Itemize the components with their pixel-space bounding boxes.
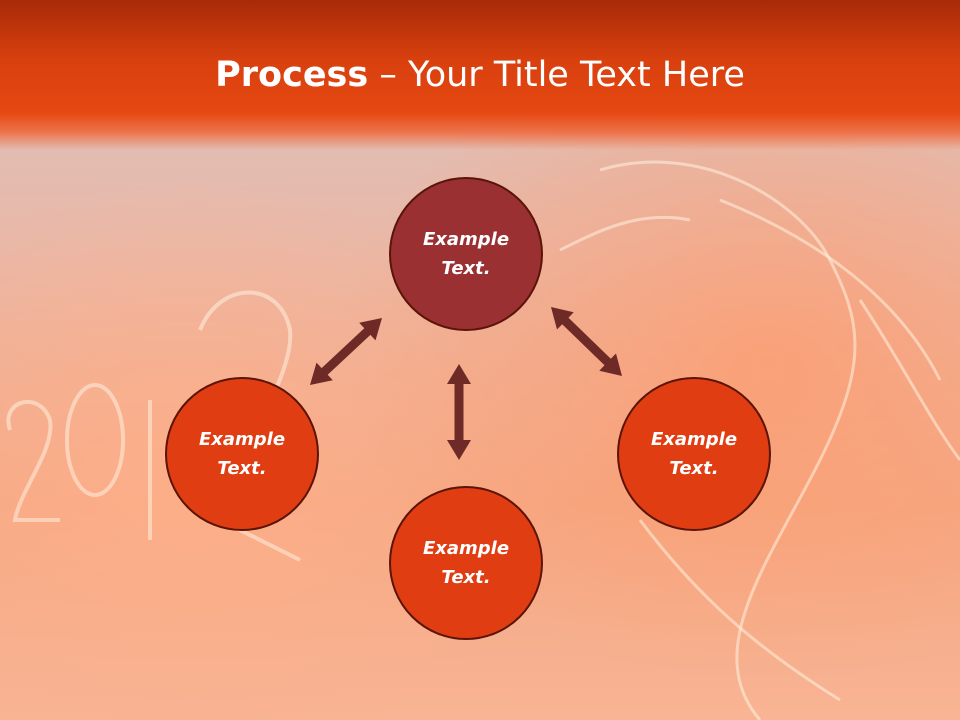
process-node-right[interactable]: Example Text. [617,377,771,531]
node-label: Example Text. [422,229,510,279]
process-node-left[interactable]: Example Text. [165,377,319,531]
node-label: Example Text. [650,429,738,479]
process-node-bottom[interactable]: Example Text. [389,486,543,640]
arrow-top-left [310,318,382,385]
title-bar [0,0,960,150]
title-dash: – [368,55,408,95]
process-node-top[interactable]: Example Text. [389,177,543,331]
node-label: Example Text. [422,538,510,588]
node-label: Example Text. [198,429,286,479]
slide-title[interactable]: Process – Your Title Text Here [0,52,960,98]
arrow-top-right [551,307,622,376]
arrow-center-vertical [447,364,471,460]
title-bold-part: Process [215,55,369,95]
title-rest: Your Title Text Here [407,55,745,95]
